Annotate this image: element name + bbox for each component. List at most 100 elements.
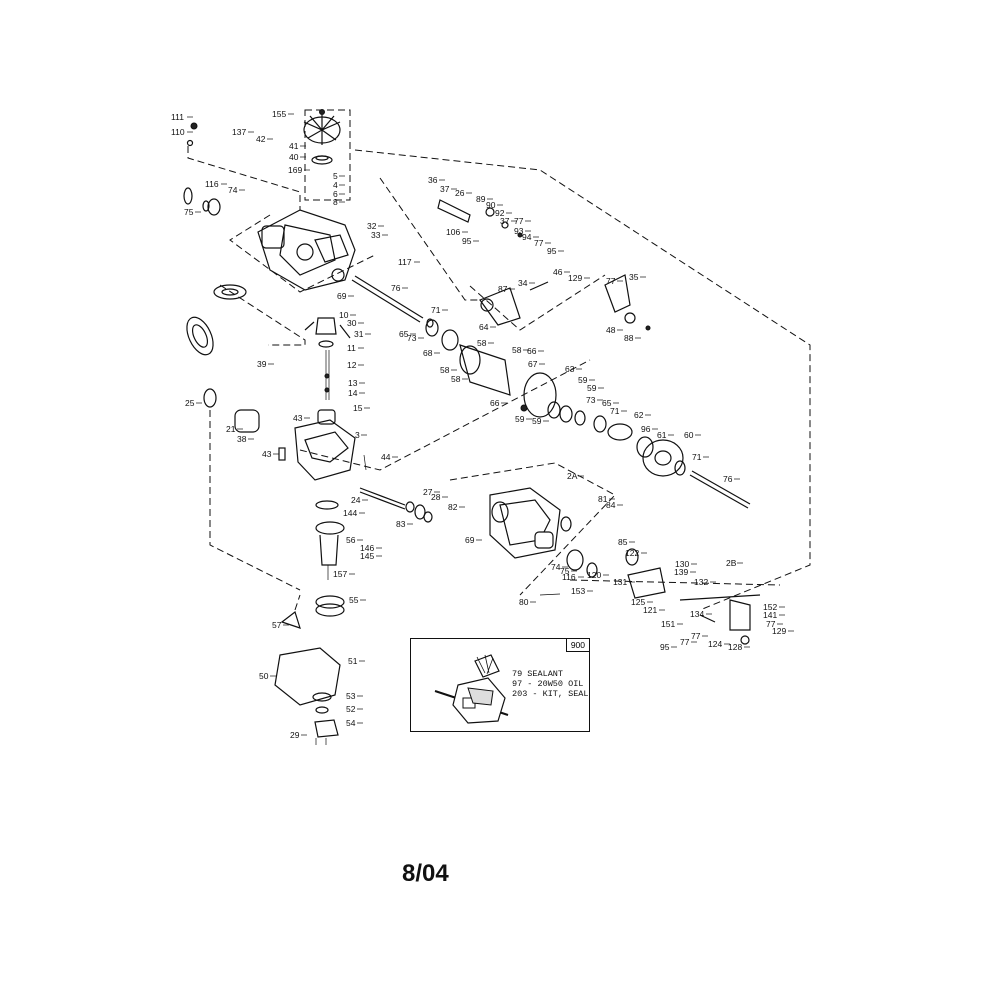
- callout-71: 71: [692, 452, 702, 462]
- callout-13: 13: [348, 378, 358, 388]
- callout-5: 5: [333, 171, 338, 181]
- callout-151: 151: [661, 619, 675, 629]
- callout-4: 4: [333, 180, 338, 190]
- callout-32: 32: [367, 221, 377, 231]
- callout-40: 40: [289, 152, 299, 162]
- callout-81: 81: [598, 494, 608, 504]
- callout-76: 76: [391, 283, 401, 293]
- callout-116: 116: [562, 572, 576, 582]
- callout-83: 83: [396, 519, 406, 529]
- linkage-parts: [437, 199, 651, 331]
- callout-71: 71: [610, 406, 620, 416]
- callout-152: 152: [763, 602, 777, 612]
- callout-54: 54: [346, 718, 356, 728]
- callout-52: 52: [346, 704, 356, 714]
- callout-71: 71: [431, 305, 441, 315]
- callout-25: 25: [185, 398, 195, 408]
- callout-2A: 2A: [567, 471, 578, 481]
- callout-130: 130: [675, 559, 689, 569]
- callout-60: 60: [684, 430, 694, 440]
- callout-31: 31: [354, 329, 364, 339]
- callout-95: 95: [462, 236, 472, 246]
- callout-117: 117: [398, 257, 412, 267]
- callout-59: 59: [515, 414, 525, 424]
- callout-90: 90: [486, 200, 496, 210]
- callout-85: 85: [618, 537, 628, 547]
- callout-37: 37: [500, 216, 510, 226]
- callout-141: 141: [763, 610, 777, 620]
- callout-76: 76: [723, 474, 733, 484]
- callout-139: 139: [674, 567, 688, 577]
- callout-57: 57: [272, 620, 282, 630]
- callout-116: 116: [205, 179, 219, 189]
- center-shaft-stack: [304, 317, 351, 425]
- callout-132: 132: [694, 577, 708, 587]
- callout-121: 121: [643, 605, 657, 615]
- callout-56: 56: [346, 535, 356, 545]
- callout-75: 75: [184, 207, 194, 217]
- callout-146: 146: [360, 543, 374, 553]
- callout-34: 34: [518, 278, 528, 288]
- callout-62: 62: [634, 410, 644, 420]
- callout-110: 110: [171, 127, 185, 137]
- callout-69: 69: [465, 535, 475, 545]
- lower-housing-2a: [489, 487, 761, 645]
- callout-26: 26: [455, 188, 465, 198]
- callout-48: 48: [606, 325, 616, 335]
- callout-129: 129: [568, 273, 582, 283]
- inset-note-seal-kit: 203 - KIT, SEAL: [512, 689, 589, 699]
- callout-14: 14: [348, 388, 358, 398]
- callout-80: 80: [519, 597, 529, 607]
- callout-137: 137: [232, 127, 246, 137]
- callout-89: 89: [476, 194, 486, 204]
- callout-38: 38: [237, 434, 247, 444]
- callout-33: 33: [371, 230, 381, 240]
- callout-8: 8: [333, 197, 338, 207]
- axle-assembly: [351, 275, 751, 509]
- callout-63: 63: [565, 364, 575, 374]
- callout-75: 75: [560, 566, 570, 576]
- callout-65: 65: [602, 398, 612, 408]
- callout-15: 15: [353, 403, 363, 413]
- callout-64: 64: [479, 322, 489, 332]
- inset-notes: 79 SEALANT 97 - 20W50 OIL 203 - KIT, SEA…: [512, 669, 589, 699]
- assembly-illustration: [434, 654, 509, 724]
- callout-66: 66: [527, 346, 537, 356]
- callout-35: 35: [629, 272, 639, 282]
- callout-87: 87: [498, 284, 508, 294]
- callout-2B: 2B: [726, 558, 737, 568]
- callout-39: 39: [257, 359, 267, 369]
- callout-134: 134: [690, 609, 704, 619]
- callout-30: 30: [347, 318, 357, 328]
- inset-reference-number: 900: [565, 638, 590, 652]
- callout-59: 59: [587, 383, 597, 393]
- callout-157: 157: [333, 569, 347, 579]
- callout-69: 69: [337, 291, 347, 301]
- lower-stack: [274, 500, 345, 745]
- callout-111: 111: [171, 112, 184, 122]
- inset-note-sealant: 79 SEALANT: [512, 669, 564, 679]
- callout-36: 36: [428, 175, 438, 185]
- callout-155: 155: [272, 109, 286, 119]
- callout-77: 77: [680, 637, 690, 647]
- callout-93: 93: [514, 226, 524, 236]
- callout-94: 94: [522, 232, 532, 242]
- callout-6: 6: [333, 189, 338, 199]
- callout-129: 129: [772, 626, 786, 636]
- callout-27: 27: [423, 487, 433, 497]
- inset-note-oil: 97 - 20W50 OIL: [512, 679, 584, 689]
- callout-29: 29: [290, 730, 300, 740]
- callout-125: 125: [631, 597, 645, 607]
- callout-12: 12: [347, 360, 357, 370]
- callout-11: 11: [347, 343, 356, 353]
- callout-169: 169: [288, 165, 302, 175]
- callout-58: 58: [451, 374, 461, 384]
- callout-95: 95: [660, 642, 670, 652]
- date-code: 8/04: [402, 860, 449, 887]
- callout-82: 82: [448, 502, 458, 512]
- callout-24: 24: [351, 495, 361, 505]
- callout-67: 67: [528, 359, 538, 369]
- callout-153: 153: [571, 586, 585, 596]
